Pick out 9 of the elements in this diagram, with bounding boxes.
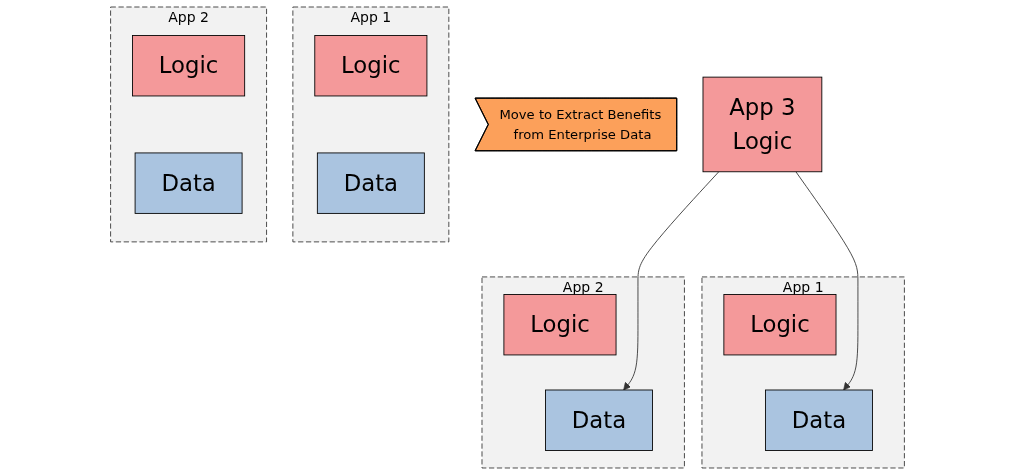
node-box: Logic <box>503 294 617 356</box>
node-box: Logic <box>723 294 837 356</box>
node-box: Data <box>765 389 873 451</box>
node-box: Logic <box>132 35 246 97</box>
node-box: Logic <box>314 35 428 97</box>
node-box: Data <box>134 152 243 214</box>
node-box: App 3 Logic <box>702 76 823 173</box>
node-box: Data <box>545 389 653 451</box>
node-box: Data <box>316 152 425 214</box>
